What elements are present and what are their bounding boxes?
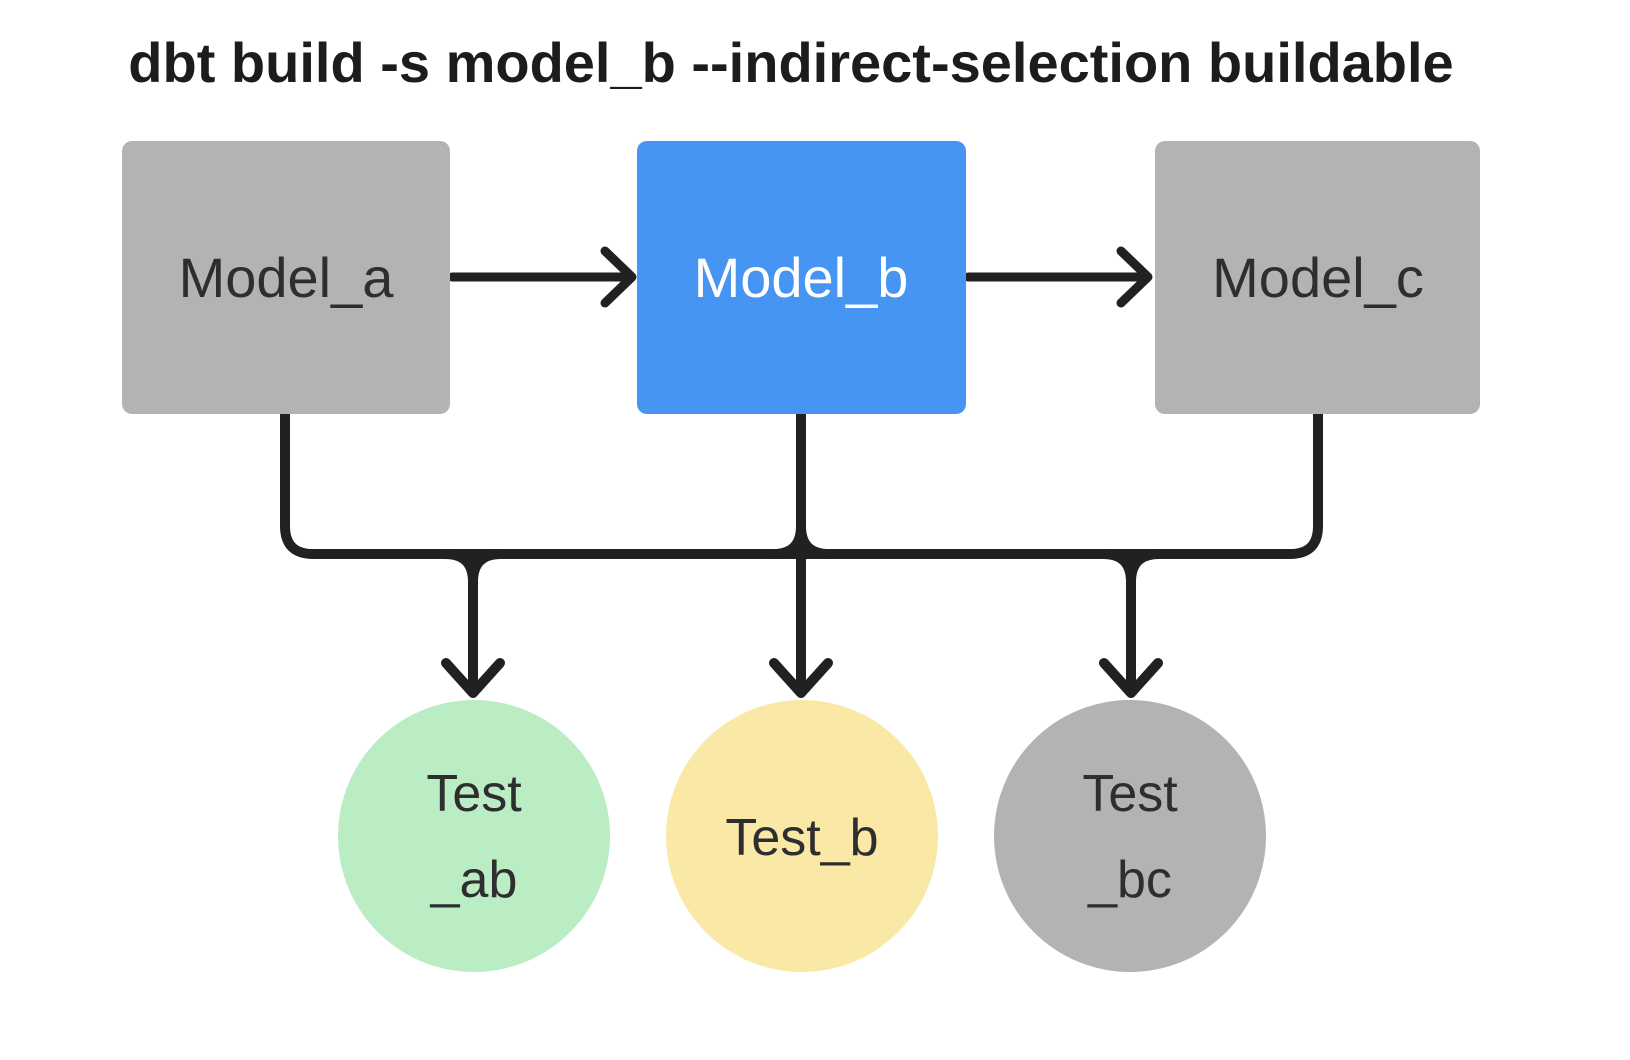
node-model-c-label: Model_c [1212,246,1424,309]
crossing-model-b-right-fillet [796,521,834,559]
node-model-b-label: Model_b [694,246,909,309]
node-model-c [1155,141,1480,414]
node-test-ab-label-line2: _ab [430,851,518,909]
node-model-a-label: Model_a [179,246,395,309]
edges-group [280,246,1323,698]
edge-model-a-to-model-b-arrowhead [600,246,637,308]
edge-test-bc-arrowhead [1099,658,1163,698]
node-test-bc [994,700,1266,972]
edge-test-ab-arrowhead [441,658,505,698]
node-test-b-label: Test_b [725,809,878,867]
node-test-ab-label-line1: Test [426,765,522,823]
edge-model-b-to-model-c-arrowhead [1116,246,1153,308]
edge-test-b-arrowhead [769,658,833,698]
node-model-b [637,141,966,414]
node-test-ab [338,700,610,972]
diagram-title: dbt build -s model_b --indirect-selectio… [128,31,1453,94]
node-test-b [666,700,938,972]
node-test-bc-label-line2: _bc [1087,851,1172,909]
node-test-bc-label-line1: Test [1082,765,1178,823]
node-model-a [122,141,450,414]
